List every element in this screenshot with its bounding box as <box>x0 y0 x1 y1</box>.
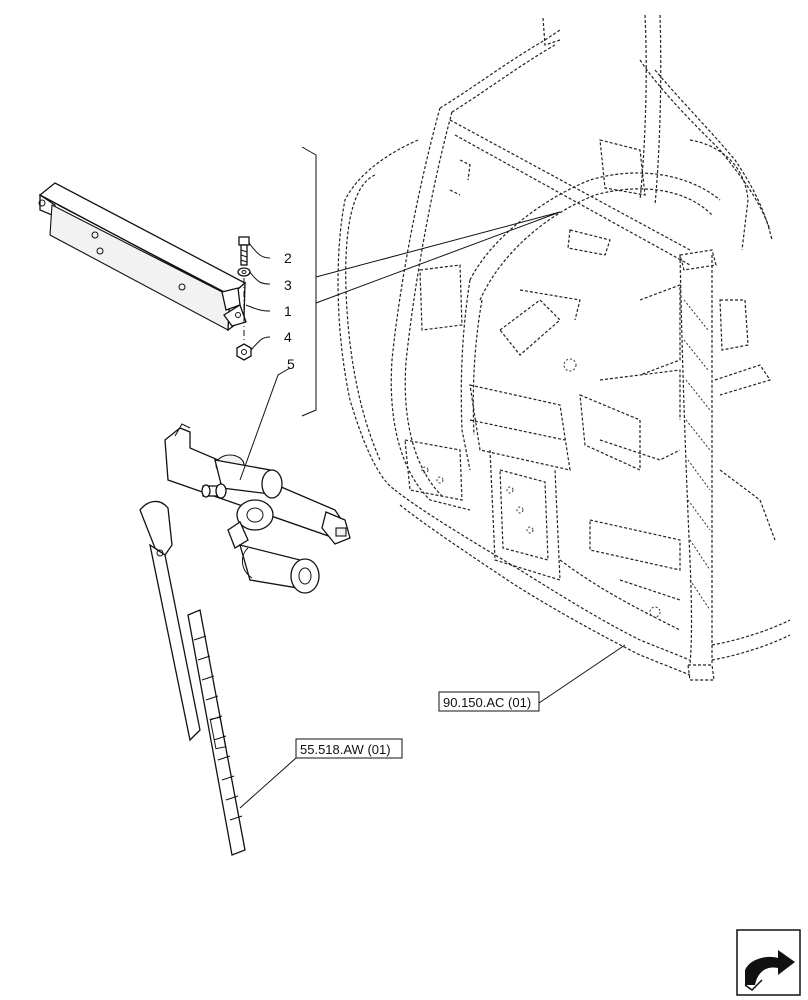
detail-leader-lines <box>301 146 561 417</box>
ref-cab-frame[interactable]: 90.150.AC (01) <box>438 644 626 712</box>
wiper-arm-part <box>139 500 246 856</box>
callout-2: 2 <box>284 250 292 266</box>
cab-frame <box>337 14 791 681</box>
ref-wiper-arm[interactable]: 55.518.AW (01) <box>239 738 403 809</box>
ref-wiper-arm-label[interactable]: 55.518.AW (01) <box>300 742 391 757</box>
ref-cab-frame-label[interactable]: 90.150.AC (01) <box>443 695 531 710</box>
callout-4: 4 <box>284 329 292 345</box>
nut-part <box>236 343 252 361</box>
washer-part <box>237 267 251 277</box>
callout-leaders <box>239 242 291 481</box>
wiper-motor-part <box>164 423 351 594</box>
arrow-nav-icon[interactable] <box>736 929 801 996</box>
callout-5: 5 <box>287 356 295 372</box>
callout-1: 1 <box>284 303 292 319</box>
bolt-part <box>238 236 250 266</box>
callout-3: 3 <box>284 277 292 293</box>
bracket-bar-part <box>38 182 247 332</box>
